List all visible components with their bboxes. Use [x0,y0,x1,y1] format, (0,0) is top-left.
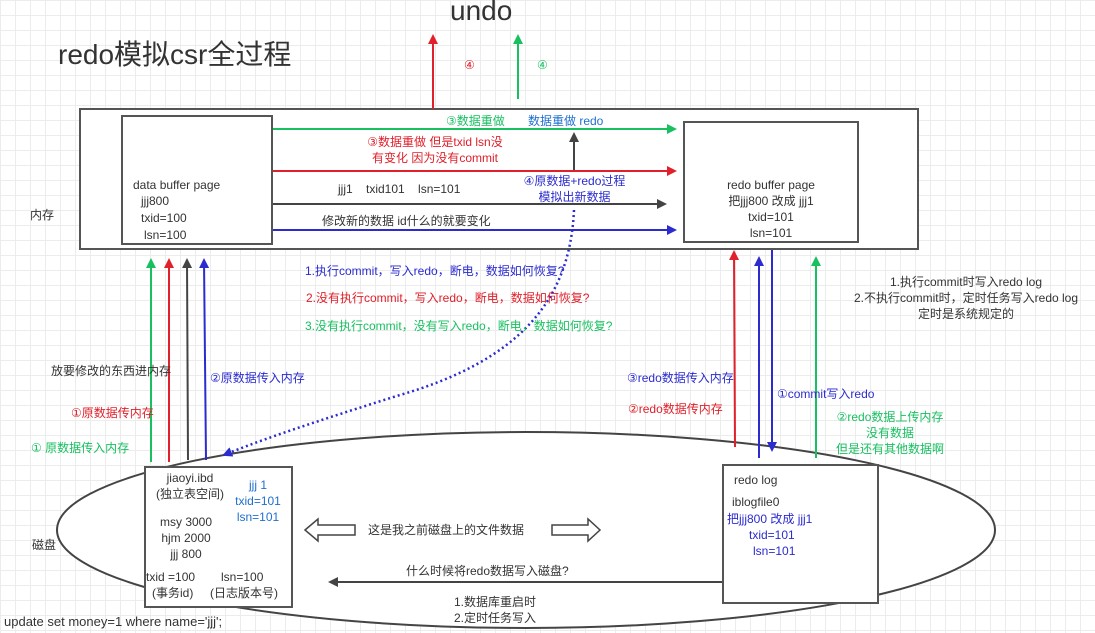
ibd-lsn-note: (日志版本号) [210,586,278,600]
redo-log-file: iblogfile0 [732,495,780,509]
red-arrow-label: ③数据重做 但是txid lsn没 有变化 因为没有commit [340,134,530,166]
page-title: redo模拟csr全过程 [58,39,292,70]
hollow-arrow-left [303,517,356,543]
ibd-file-box: jiaoyi.ibd (独立表空间) jjj 1 txid=101 lsn=10… [144,466,293,608]
ibd-new-value: txid=101 [235,494,281,508]
redo-log-title: redo log [734,473,778,487]
process-label-line: 模拟出新数据 [538,190,611,204]
ibd-file-subtitle: (独立表空间) [156,487,224,501]
memory-label: 内存 [30,208,55,222]
process-label: ④原数据+redo过程 模拟出新数据 [512,173,637,205]
process-label-line: ④原数据+redo过程 [523,174,626,188]
data-buffer-line: jjj800 [141,194,170,208]
dark-arrow-label: jjj1 txid101 lsn=101 [338,182,461,196]
arrow-right-red [729,250,740,448]
write-disk-answers: 1.数据库重启时 2.定时任务写入 [440,594,550,626]
arrow-left-blue [199,258,210,461]
right-green-label-line: 没有数据 [865,426,914,440]
data-buffer-line: lsn=100 [144,228,187,242]
redo-write-note: 1.执行commit时写入redo log 2.不执行commit时，定时任务写… [835,274,1095,322]
redo-log-line: txid=101 [749,528,795,542]
undo-label: undo [450,0,513,26]
data-buffer-line: txid=100 [141,211,187,225]
redo-buffer-page: redo buffer page 把jjj800 改成 jjj1 txid=10… [683,121,859,243]
ibd-file-name: jiaoyi.ibd [166,471,214,485]
disk-label: 磁盘 [32,538,57,552]
redo-note-line: 2.不执行commit时，定时任务写入redo log [853,291,1079,305]
right-red-label: ②redo数据传内存 [628,402,723,416]
redo-buffer-title: redo buffer page [727,178,815,192]
redo-log-line: lsn=101 [753,544,796,558]
redo-buffer-line: txid=101 [748,210,794,224]
green-arrow-label-redo: 数据重做 redo [528,114,604,128]
right-blue-up-label: ③redo数据传入内存 [627,371,734,385]
data-buffer-page: data buffer page jjj800 txid=100 lsn=100 [121,115,273,245]
question-1: 1.执行commit，写入redo，断电，数据如何恢复? [305,264,565,278]
redo-note-line: 定时是系统规定的 [917,307,1014,321]
blue-arrow-label: 修改新的数据 id什么的就要变化 [322,214,491,228]
left-blue-label: ②原数据传入内存 [210,371,305,385]
right-blue-down-label: ①commit写入redo [777,387,875,401]
red-arrow-label-line: ③数据重做 但是txid lsn没 [367,135,503,149]
redo-buffer-line: lsn=101 [749,226,793,240]
left-dark-label: 放要修改的东西进内存 [51,364,172,378]
ibd-txid: txid =100 [146,570,196,584]
disk-middle-note: 这是我之前磁盘上的文件数据 [368,523,525,537]
right-green-label-line: ②redo数据上传内存 [836,410,944,424]
arrow-dotted-blue [222,209,576,457]
red-arrow-label-line: 有变化 因为没有commit [371,151,498,165]
write-disk-answer: 1.数据库重启时 [453,595,536,609]
ibd-txid-note: (事务id) [152,586,194,600]
ibd-row: msy 3000 [159,515,213,529]
redo-buffer-line: 把jjj800 改成 jjj1 [728,194,814,208]
ibd-row: hjm 2000 [161,531,211,545]
left-red-label: ①原数据传内存 [71,406,154,420]
right-green-label-line: 但是还有其他数据啊 [835,442,944,456]
right-green-label: ②redo数据上传内存 没有数据 但是还有其他数据啊 [826,409,954,457]
arrow-left-dark [182,258,193,461]
question-3: 3.没有执行commit，没有写入redo，断电，数据如何恢复? [305,319,613,333]
ibd-row: jjj 800 [170,547,202,561]
undo-marker-green: ④ [537,58,548,72]
sql-statement: update set money=1 where name='jjj'; [4,614,223,629]
green-arrow-label: ③数据重做 [446,114,505,128]
write-disk-question: 什么时候将redo数据写入磁盘? [406,564,569,578]
write-disk-answer: 2.定时任务写入 [453,611,536,625]
ibd-new-value: lsn=101 [236,510,280,524]
data-buffer-title: data buffer page [133,178,221,192]
ibd-new-value: jjj 1 [248,478,267,492]
redo-log-line: 把jjj800 改成 jjj1 [727,512,813,526]
left-green-label: ① 原数据传入内存 [31,441,130,455]
ibd-lsn: lsn=100 [221,570,264,584]
redo-log-box: redo log iblogfile0 把jjj800 改成 jjj1 txid… [722,464,879,604]
undo-marker-red: ④ [464,58,475,72]
redo-note-line: 1.执行commit时写入redo log [889,275,1043,289]
question-2: 2.没有执行commit，写入redo，断电，数据如何恢复? [306,291,590,305]
hollow-arrow-right [551,517,602,543]
